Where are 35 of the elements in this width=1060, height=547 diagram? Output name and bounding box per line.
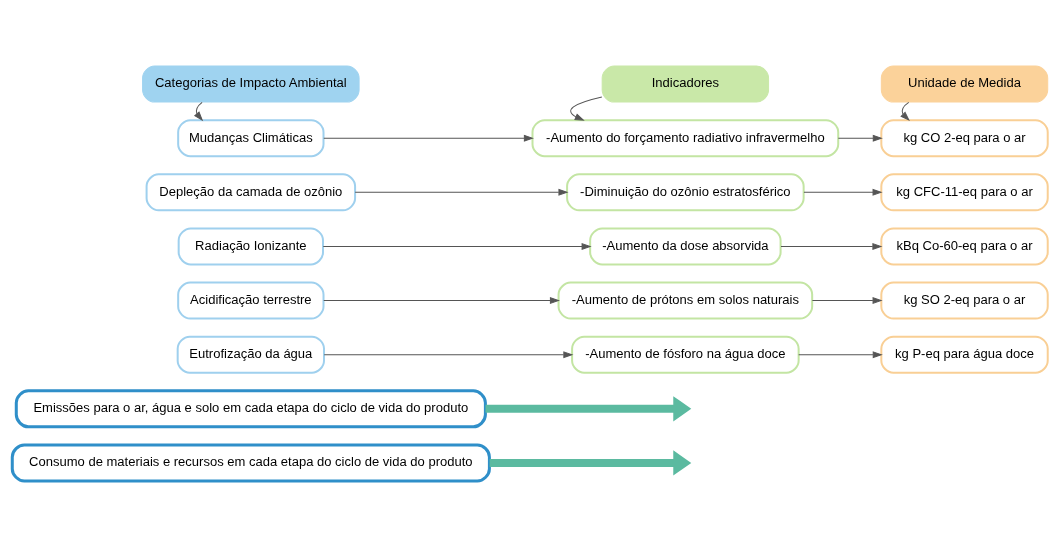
node-box: -Aumento de prótons em solos naturais [557, 281, 814, 320]
arrow [485, 396, 692, 422]
node-box: Depleção da camada de ozônio [145, 173, 357, 212]
node-box: kg CO 2-eq para o ar [880, 119, 1049, 158]
node-box: -Diminuição do ozônio estratosférico [566, 173, 805, 212]
arrow [811, 297, 882, 304]
arrow [323, 134, 533, 142]
arrow [323, 351, 573, 358]
node-box: kg CFC-11-eq para o ar [880, 173, 1049, 212]
arrow [354, 189, 568, 196]
node-box: Acidificação terrestre [177, 281, 325, 320]
node-box: Consumo de materiais e recursos em cada etapa do ciclo de vida do produto [10, 443, 491, 483]
node-box: kBq Co-60-eq para o ar [880, 227, 1049, 266]
arrow [323, 297, 559, 304]
node-box: Indicadores [601, 65, 770, 103]
arrow [194, 101, 203, 121]
node-box: Eutrofização da água [176, 335, 325, 374]
node-box: Unidade de Medida [880, 65, 1049, 103]
arrow [803, 189, 882, 196]
node-box: kg SO 2-eq para o ar [880, 281, 1049, 320]
arrow [837, 134, 882, 142]
node-box: Mudanças Climáticas [177, 119, 325, 158]
arrow [570, 96, 603, 121]
arrow [489, 450, 692, 476]
arrow [780, 243, 882, 250]
node-box: -Aumento de fósforo na água doce [571, 335, 800, 374]
node-box: -Aumento do forçamento radiativo infravermelho [531, 119, 840, 158]
node-box: kg P-eq para água doce [880, 335, 1049, 374]
node-box: -Aumento da dose absorvida [589, 227, 782, 266]
arrow [900, 101, 910, 121]
arrow [798, 351, 882, 358]
node-box: Categorias de Impacto Ambiental [142, 65, 360, 103]
arrow [322, 243, 591, 250]
node-box: Emissões para o ar, água e solo em cada etapa do ciclo de vida do produto [14, 389, 487, 429]
node-box: Radiação Ionizante [177, 227, 324, 266]
